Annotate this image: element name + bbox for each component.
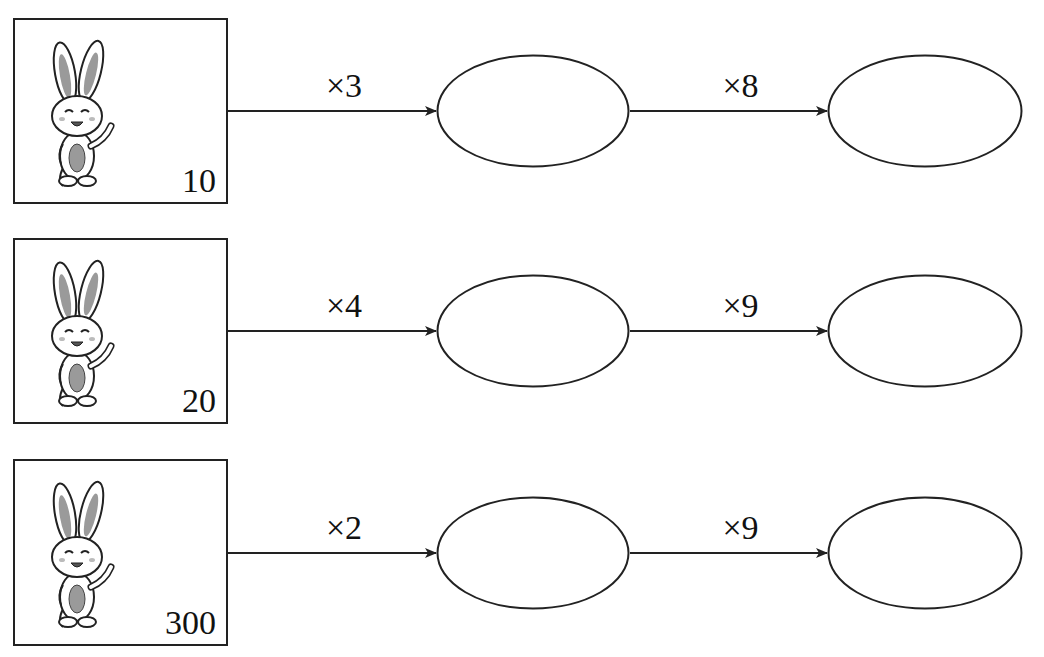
- operation-label: ×9: [719, 511, 761, 545]
- operation-label: ×4: [323, 289, 365, 323]
- oval-outline: [827, 496, 1023, 610]
- answer-oval: [436, 54, 630, 168]
- answer-oval: [436, 496, 630, 610]
- number-box: 20: [13, 238, 228, 424]
- oval-outline: [827, 54, 1023, 168]
- operation-label: ×9: [719, 289, 761, 323]
- bunny-figure: [50, 480, 111, 627]
- bunny-figure: [50, 259, 111, 406]
- arrow-connector: [630, 552, 827, 554]
- arrow-connector: [630, 330, 827, 332]
- operation-label: ×8: [719, 69, 761, 103]
- arrow-connector: [228, 552, 436, 554]
- number-label: 20: [182, 384, 216, 418]
- oval-outline: [436, 496, 630, 610]
- arrow-connector: [228, 330, 436, 332]
- number-box: 10: [13, 18, 228, 204]
- oval-outline: [436, 54, 630, 168]
- number-label: 10: [182, 164, 216, 198]
- oval-outline: [436, 274, 630, 388]
- operation-label: ×2: [323, 511, 365, 545]
- answer-oval: [827, 274, 1023, 388]
- answer-oval: [436, 274, 630, 388]
- arrow-connector: [630, 110, 827, 112]
- arrow-connector: [228, 110, 436, 112]
- operation-label: ×3: [323, 69, 365, 103]
- answer-oval: [827, 496, 1023, 610]
- bunny-figure: [50, 39, 111, 186]
- number-label: 300: [165, 606, 216, 640]
- number-box: 300: [13, 459, 228, 646]
- answer-oval: [827, 54, 1023, 168]
- oval-outline: [827, 274, 1023, 388]
